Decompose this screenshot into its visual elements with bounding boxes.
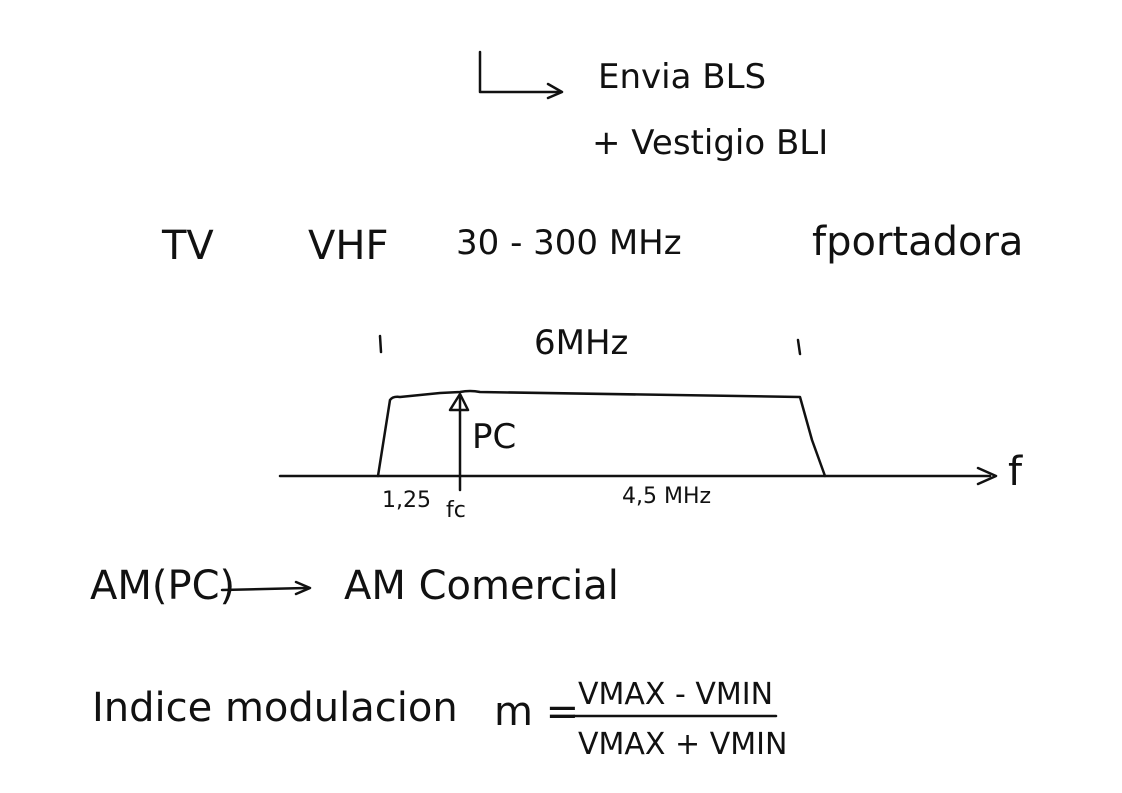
modulation-index-label: Indice modulacion (92, 685, 458, 731)
upper-band-label: 4,5 MHz (622, 484, 712, 509)
carrier-frequency-label: fportadora (812, 219, 1024, 265)
top-note-line1: Envia BLS (598, 57, 767, 97)
tv-frequency-range: 30 - 300 MHz (456, 223, 682, 263)
carrier-freq-tick-label: fc (446, 498, 466, 523)
modulation-index-symbol: m = (494, 689, 580, 735)
fraction-denominator: VMAX + VMIN (578, 727, 788, 762)
frequency-axis-label: f (1008, 449, 1023, 495)
carrier-power-label: PC (472, 417, 517, 457)
vestigial-width-label: 1,25 (382, 488, 431, 513)
fraction-numerator: VMAX - VMIN (578, 677, 774, 712)
am-pc-label: AM(PC) (90, 563, 236, 609)
tv-label: TV (162, 223, 214, 269)
frequency-axis-arrowhead (976, 466, 998, 486)
tv-band-label: VHF (308, 223, 389, 269)
hook-arrow (478, 50, 562, 94)
bandwidth-tick-left (378, 334, 383, 354)
bandwidth-tick-right (796, 338, 802, 356)
am-arrow (220, 586, 308, 592)
bandwidth-label: 6MHz (534, 323, 629, 363)
carrier-arrow-head (448, 392, 470, 412)
am-arrow-head (294, 580, 312, 596)
am-commercial-label: AM Comercial (344, 563, 619, 609)
spectrum-envelope (376, 389, 827, 478)
hook-arrow-head (546, 82, 564, 100)
top-note-line2: + Vestigio BLI (592, 123, 829, 163)
